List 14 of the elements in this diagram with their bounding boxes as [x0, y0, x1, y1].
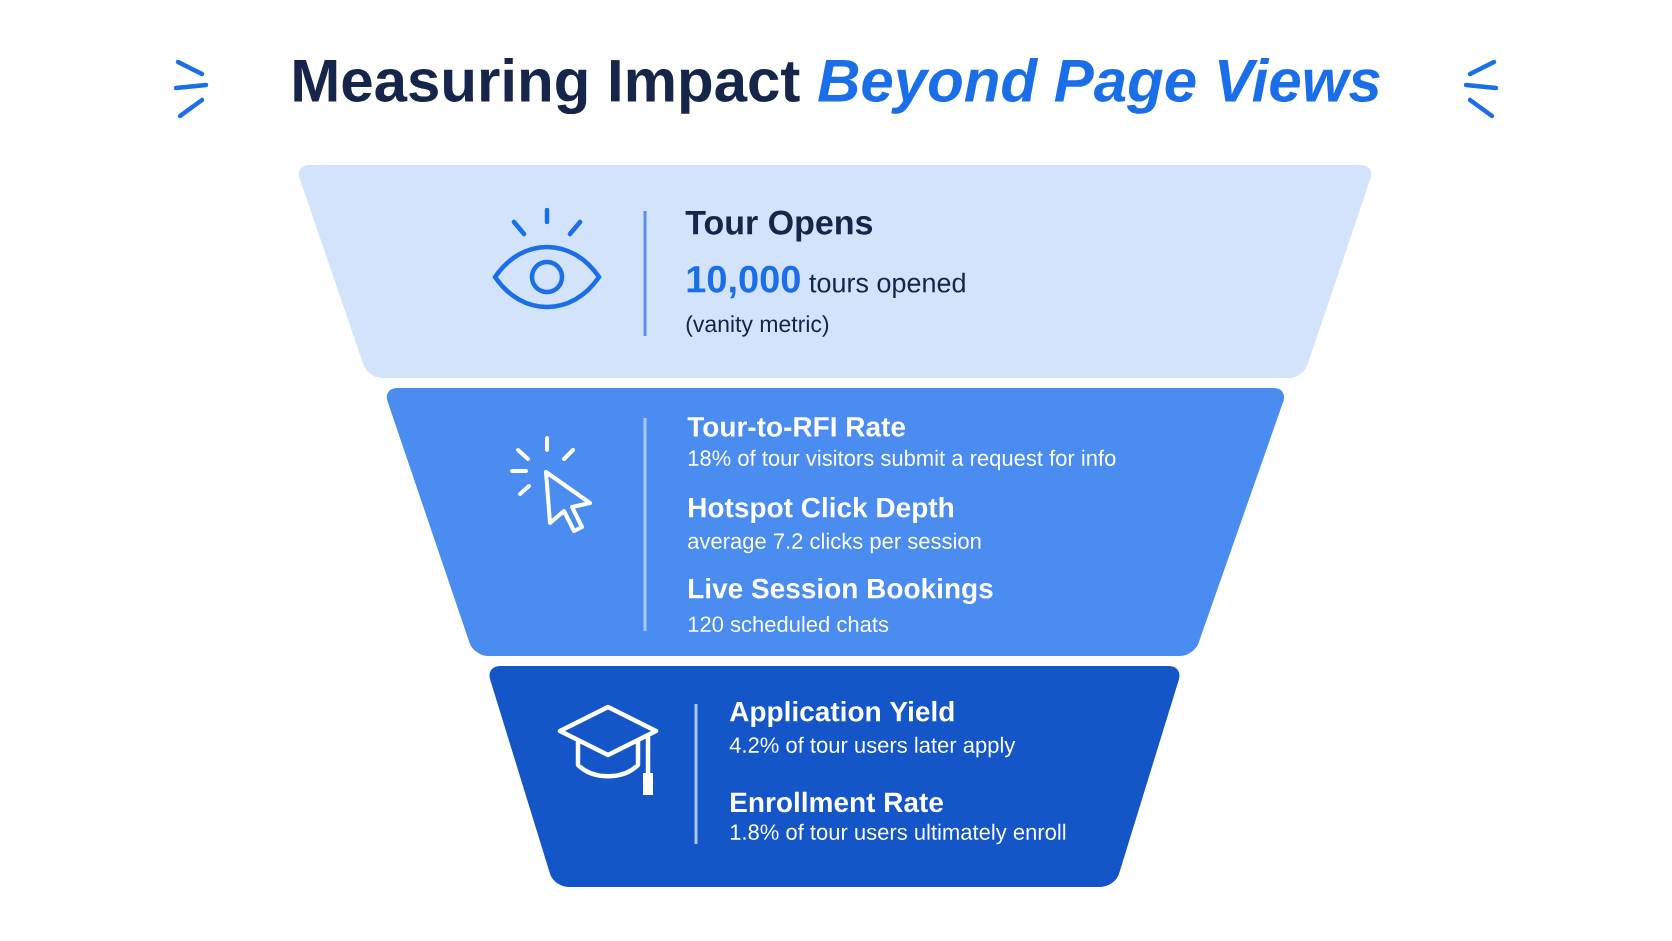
- metric-detail: 18% of tour visitors submit a request for info: [688, 449, 1116, 471]
- metric-heading: Live Session Bookings: [689, 577, 993, 605]
- metric-detail: 1.8% of tour users ultimately enroll: [730, 823, 1066, 845]
- metric-heading: Hotspot Click Depth: [689, 496, 953, 524]
- metric-heading: Tour-to-RFI Rate: [687, 417, 905, 437]
- metric-detail: 4.2% of tour users later apply: [729, 736, 1016, 758]
- metric-detail: 120 scheduled chats: [688, 615, 889, 633]
- metric-heading: Tour Opens: [685, 210, 873, 242]
- metric-detail: 10,000 tours opened: [687, 265, 965, 299]
- title: Measuring Impact Beyond Page Views: [294, 57, 1380, 115]
- metric-detail: (vanity metric): [686, 315, 829, 337]
- metric-heading: Application Yield: [729, 700, 954, 728]
- metric-heading: Enrollment Rate: [731, 791, 943, 813]
- metric-detail: average 7.2 clicks per session: [688, 532, 981, 554]
